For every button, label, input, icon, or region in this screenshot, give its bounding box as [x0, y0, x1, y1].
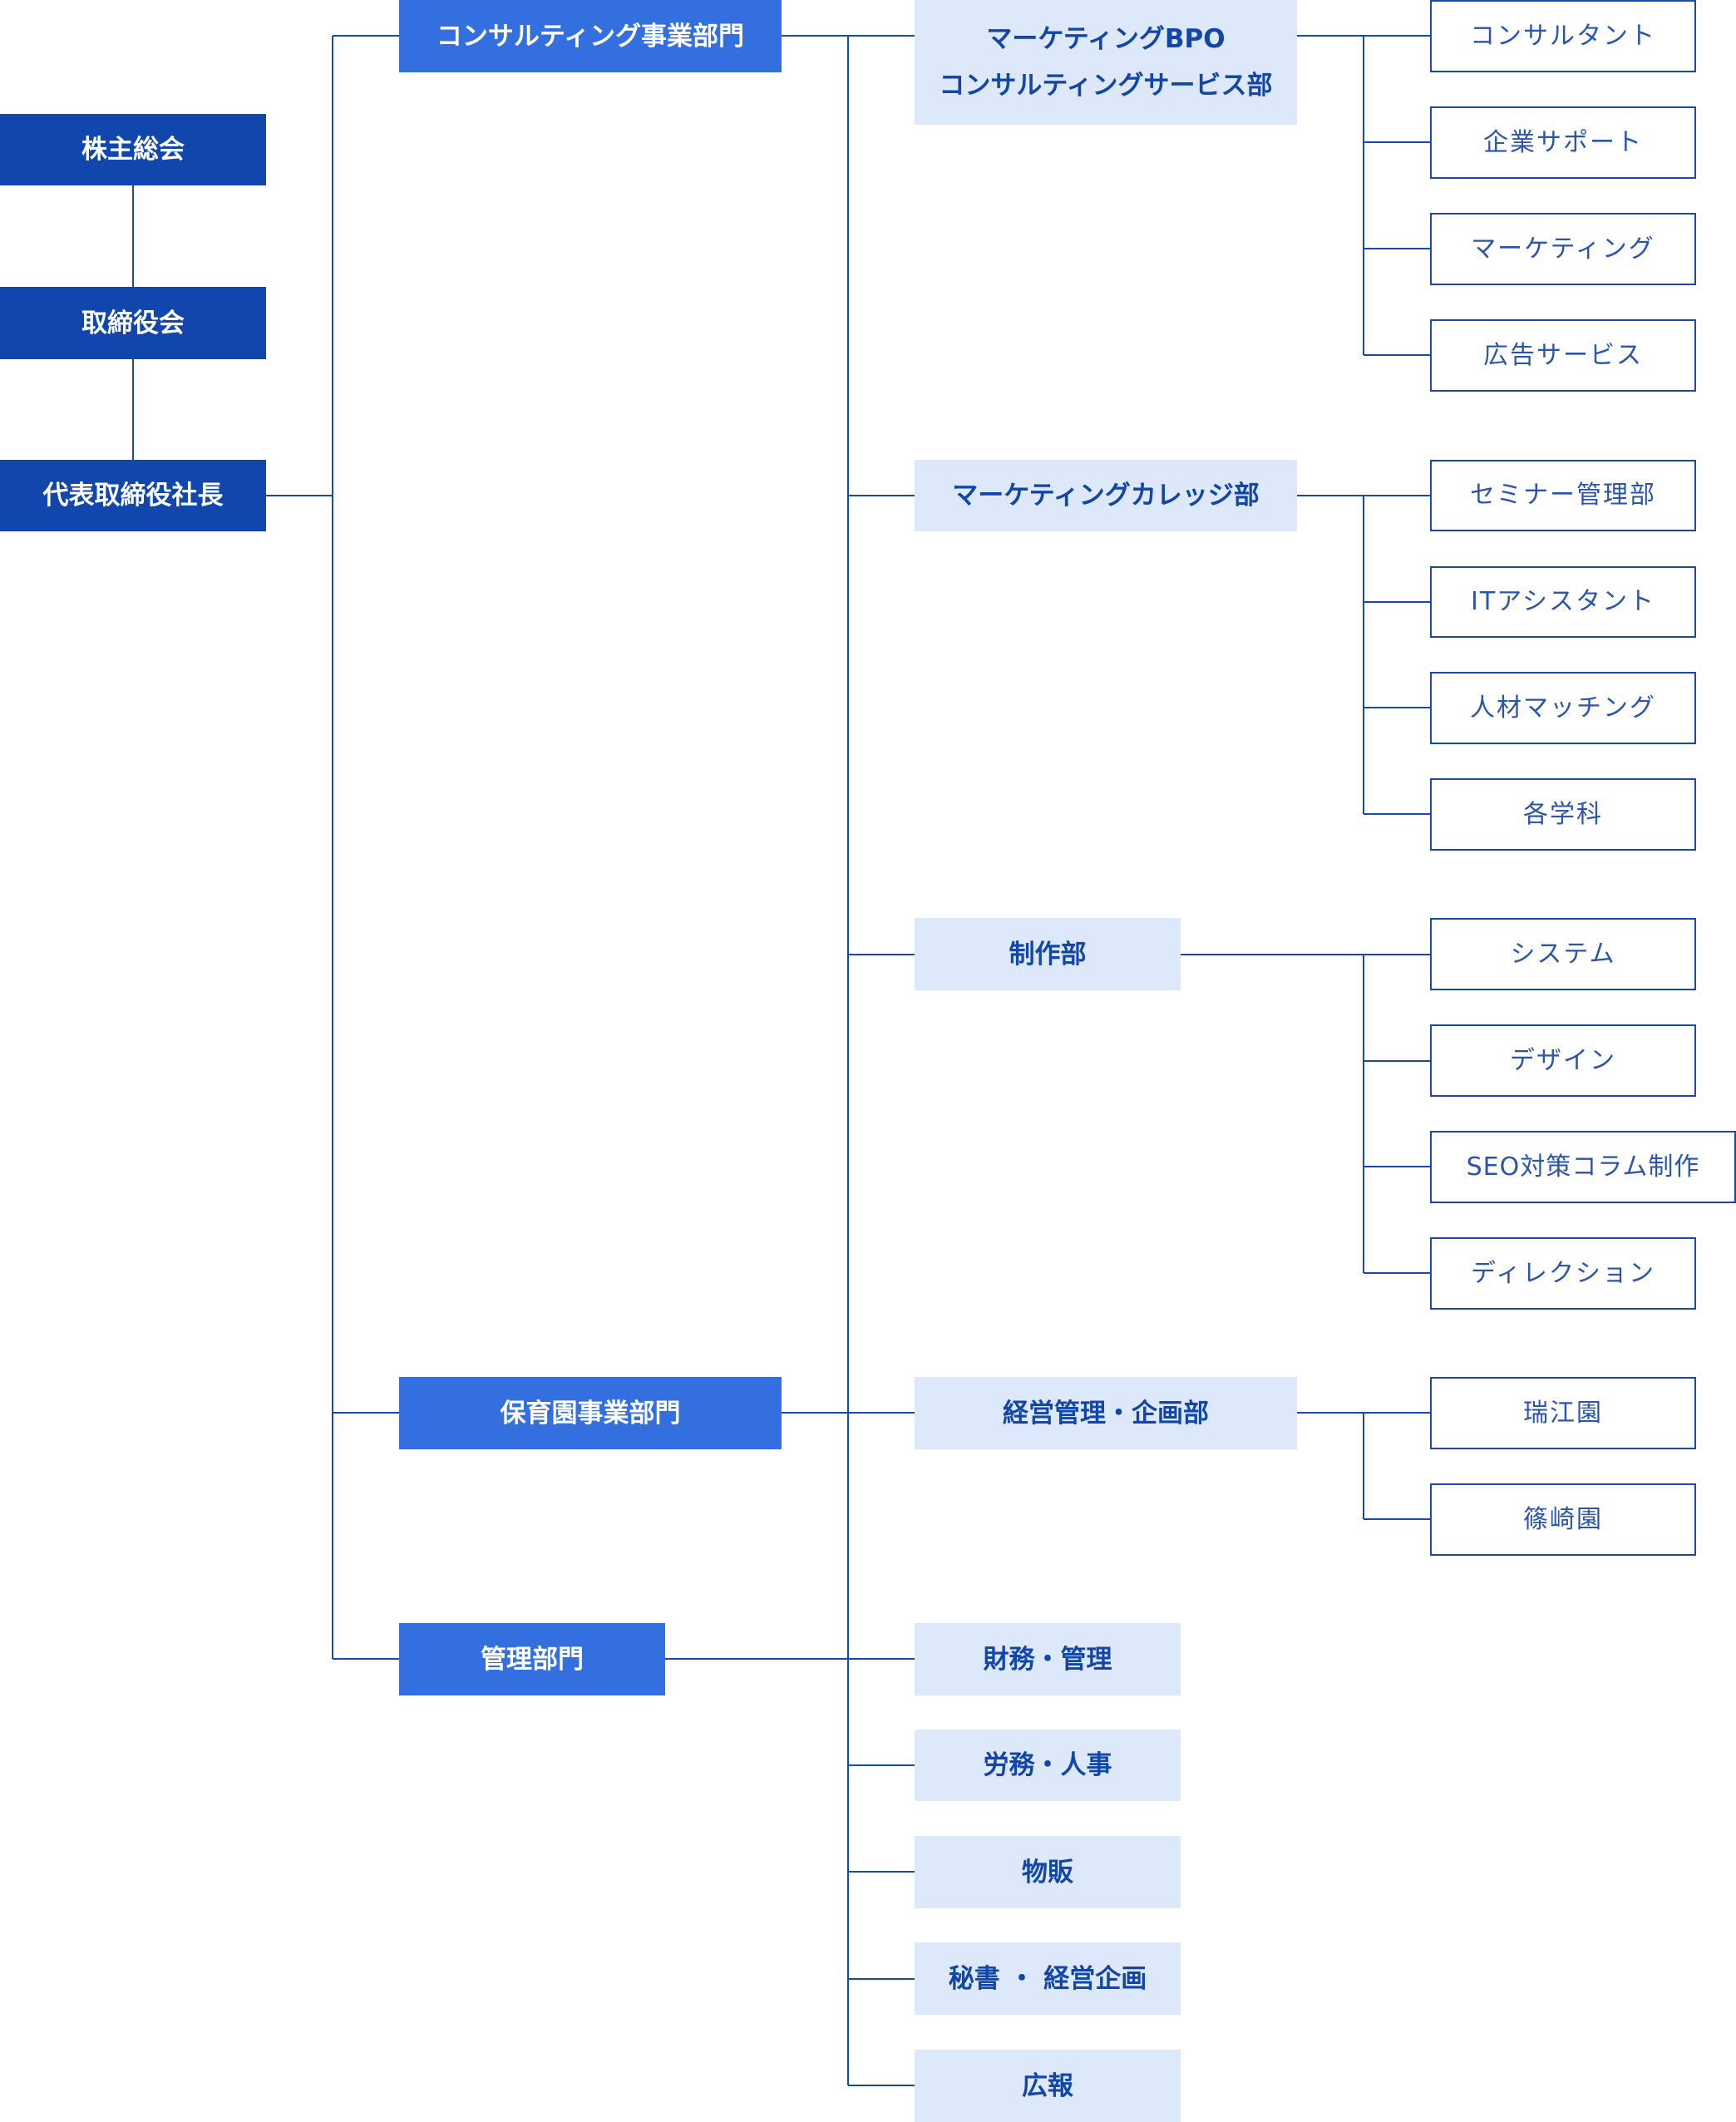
node-label: デザイン	[1510, 1045, 1616, 1075]
node-label: コンサルタント	[1470, 21, 1656, 51]
node-label: セミナー管理部	[1470, 481, 1656, 510]
node-team-courses: 各学科	[1430, 778, 1696, 851]
node-label: ディレクション	[1471, 1258, 1655, 1288]
node-marketing-bpo-department: マーケティングBPO コンサルティングサービス部	[915, 0, 1297, 125]
node-team-corporate-support: 企業サポート	[1430, 106, 1696, 179]
node-label-line: コンサルティングサービス部	[939, 71, 1273, 101]
node-label: 取締役会	[81, 308, 185, 338]
node-shareholders-meeting: 株主総会	[0, 114, 266, 185]
node-finance-department: 財務・管理	[915, 1623, 1181, 1695]
node-label: コンサルティング事業部門	[436, 21, 745, 52]
node-production-department: 制作部	[915, 918, 1181, 990]
node-team-direction: ディレクション	[1430, 1237, 1696, 1310]
node-labor-hr-department: 労務・人事	[915, 1730, 1181, 1801]
node-team-it-assistant: ITアシスタント	[1430, 566, 1696, 638]
node-label: 人材マッチング	[1470, 693, 1656, 723]
node-label: マーケティングカレッジ部	[952, 481, 1260, 511]
node-board-of-directors: 取締役会	[0, 287, 266, 359]
node-label: 制作部	[1009, 939, 1087, 970]
node-team-mizue-nursery: 瑞江園	[1430, 1377, 1696, 1449]
node-label: 財務・管理	[983, 1644, 1112, 1675]
node-label-line: マーケティングBPO	[986, 24, 1226, 54]
node-label: 秘書 ・ 経営企画	[948, 1963, 1147, 1994]
node-label: 労務・人事	[983, 1750, 1112, 1780]
node-team-ad-service: 広告サービス	[1430, 319, 1696, 392]
node-sales-goods-department: 物販	[915, 1836, 1181, 1908]
node-public-relations-department: 広報	[915, 2050, 1181, 2122]
node-team-seminar-management: セミナー管理部	[1430, 460, 1696, 531]
node-team-consultant: コンサルタント	[1430, 0, 1696, 72]
node-label: 企業サポート	[1483, 127, 1643, 157]
node-label: 篠崎園	[1523, 1504, 1603, 1534]
node-label: 保育園事業部門	[500, 1398, 681, 1429]
node-label: 各学科	[1523, 799, 1603, 829]
node-nursery-division: 保育園事業部門	[399, 1377, 782, 1449]
node-label: 瑞江園	[1523, 1398, 1603, 1428]
node-consulting-division: コンサルティング事業部門	[399, 0, 782, 72]
node-label: マーケティング	[1471, 234, 1655, 264]
node-management-division: 管理部門	[399, 1623, 665, 1695]
node-team-seo-column: SEO対策コラム制作	[1430, 1131, 1736, 1203]
node-team-design: デザイン	[1430, 1024, 1696, 1097]
node-business-planning-department: 経営管理・企画部	[915, 1377, 1297, 1449]
node-label: システム	[1510, 939, 1616, 969]
node-label: 広告サービス	[1483, 340, 1643, 370]
node-secretary-planning-department: 秘書 ・ 経営企画	[915, 1942, 1181, 2015]
node-team-shinozaki-nursery: 篠崎園	[1430, 1483, 1696, 1556]
node-label: 経営管理・企画部	[1003, 1398, 1209, 1429]
node-label: 広報	[1022, 2070, 1073, 2101]
node-label: SEO対策コラム制作	[1466, 1152, 1700, 1182]
node-label: 物販	[1022, 1857, 1073, 1888]
node-label: 株主総会	[81, 135, 185, 165]
node-label: ITアシスタント	[1471, 587, 1655, 616]
node-team-marketing: マーケティング	[1430, 213, 1696, 285]
node-team-system: システム	[1430, 918, 1696, 990]
node-team-talent-matching: 人材マッチング	[1430, 672, 1696, 744]
node-marketing-college-department: マーケティングカレッジ部	[915, 460, 1297, 531]
node-president: 代表取締役社長	[0, 460, 266, 531]
node-label: 代表取締役社長	[42, 481, 224, 511]
node-label: 管理部門	[481, 1644, 584, 1675]
